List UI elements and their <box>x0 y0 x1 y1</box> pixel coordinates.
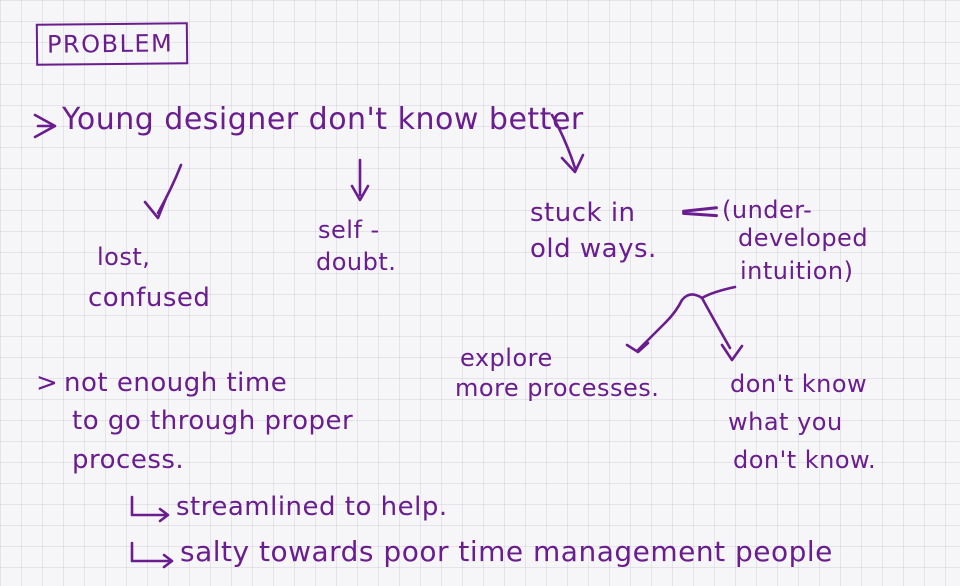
title-box: PROBLEM <box>35 22 189 66</box>
dontknow-line3: don't know. <box>733 446 877 474</box>
explore-line1: explore <box>460 344 553 372</box>
point2-line1: not enough time <box>64 368 288 398</box>
point2-line2: to go through proper <box>72 406 354 436</box>
point2-bullet: > <box>36 368 59 398</box>
lost-line1: lost, <box>97 243 151 271</box>
arrow-down-right-icon <box>550 113 585 174</box>
arrow-left-icon <box>625 320 668 354</box>
brace-connector-icon <box>664 285 737 350</box>
arrow-down-left-icon <box>143 163 183 220</box>
point2-line3: process. <box>72 445 185 475</box>
page-title: PROBLEM <box>46 29 174 59</box>
dontknow-line2: what you <box>728 408 843 436</box>
underdeveloped-line1: (under- <box>722 196 813 224</box>
bullet-arrow-icon <box>33 113 57 139</box>
arrow-down-icon-2 <box>720 343 744 362</box>
sub-arrow-icon-1 <box>130 495 170 523</box>
sub-point-1: streamlined to help. <box>176 492 448 522</box>
lost-line2: confused <box>88 283 211 313</box>
underdeveloped-line3: intuition) <box>740 257 854 285</box>
point1-text: Young designer don't know better <box>62 102 584 137</box>
explore-line2: more processes. <box>455 374 660 402</box>
underdeveloped-line2: developed <box>738 224 869 252</box>
scribble-strike <box>680 205 720 219</box>
sub-arrow-icon-2 <box>130 541 174 569</box>
arrow-down-icon <box>350 158 370 202</box>
sub-point-2: salty towards poor time management peopl… <box>180 535 833 568</box>
self-doubt-line1: self - <box>318 216 380 244</box>
dontknow-line1: don't know <box>730 370 868 398</box>
stuck-line2: old ways. <box>530 234 657 264</box>
self-doubt-line2: doubt. <box>316 248 397 276</box>
stuck-line1: stuck in <box>530 198 636 228</box>
